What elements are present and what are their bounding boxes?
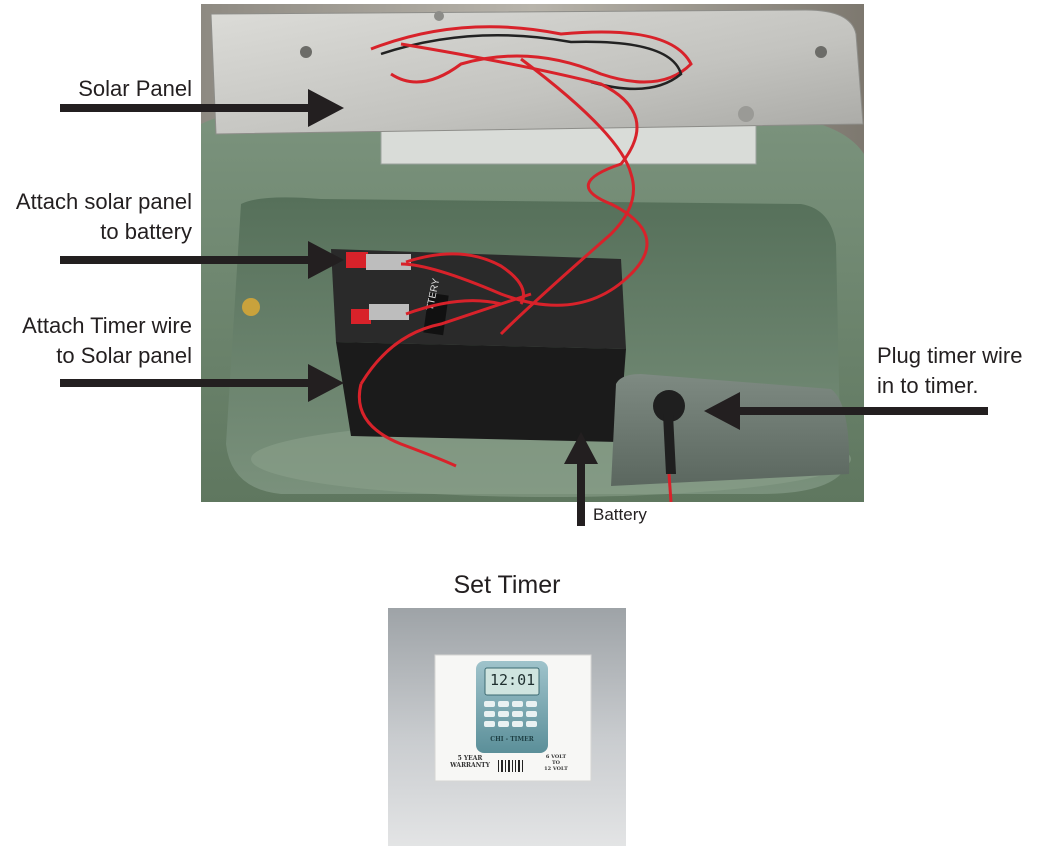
- arrow-plug-timer-head: [704, 392, 740, 430]
- label-attach-timer-line2: to Solar panel: [56, 343, 192, 368]
- arrow-attach-timer-shaft: [60, 379, 310, 387]
- label-solar-panel: Solar Panel: [40, 74, 192, 104]
- label-battery-text: Battery: [593, 505, 647, 524]
- box-volt-line2: TO: [551, 760, 561, 766]
- timer-device-label: CHI - TIMER: [490, 736, 534, 743]
- box-volt-line3: 12 VOLT: [544, 766, 568, 772]
- label-plug-timer-line1: Plug timer wire: [877, 343, 1023, 368]
- set-timer-title: Set Timer: [453, 571, 561, 599]
- arrow-solar-panel-head: [308, 89, 344, 127]
- arrow-attach-timer-head: [308, 364, 344, 402]
- label-attach-solar: Attach solar panel to battery: [0, 187, 192, 247]
- label-plug-timer-line2: in to timer.: [877, 373, 979, 398]
- label-attach-timer-line1: Attach Timer wire: [22, 313, 192, 338]
- arrow-plug-timer-shaft: [738, 407, 988, 415]
- label-attach-timer: Attach Timer wire to Solar panel: [0, 311, 192, 371]
- box-warranty-text: 5 YEAR WARRANTY: [446, 755, 494, 769]
- feeder-assembly-illustration: TTERY: [201, 4, 864, 502]
- box-volt-text: 6 VOLT TO 12 VOLT: [536, 754, 576, 772]
- arrow-battery-head: [564, 432, 598, 464]
- timer-product-illustration: [388, 608, 626, 846]
- label-solar-panel-text: Solar Panel: [78, 76, 192, 101]
- arrow-attach-solar-head: [308, 241, 344, 279]
- box-warranty-line2: WARRANTY: [450, 762, 490, 769]
- label-battery: Battery: [593, 502, 683, 528]
- arrow-battery-shaft: [577, 462, 585, 526]
- box-warranty-line1: 5 YEAR: [457, 755, 483, 762]
- timer-product-photo: 12:01 CHI - TIMER 5 YEAR WARRANTY 6 VOLT…: [388, 608, 626, 846]
- box-volt-line1: 6 VOLT: [545, 754, 567, 760]
- feeder-assembly-photo: TTERY: [201, 4, 864, 502]
- label-plug-timer: Plug timer wire in to timer.: [877, 341, 1043, 401]
- timer-display-time: 12:01: [490, 671, 536, 689]
- arrow-attach-solar-shaft: [60, 256, 310, 264]
- arrow-solar-panel-shaft: [60, 104, 310, 112]
- label-attach-solar-line2: to battery: [100, 219, 192, 244]
- label-attach-solar-line1: Attach solar panel: [15, 189, 192, 214]
